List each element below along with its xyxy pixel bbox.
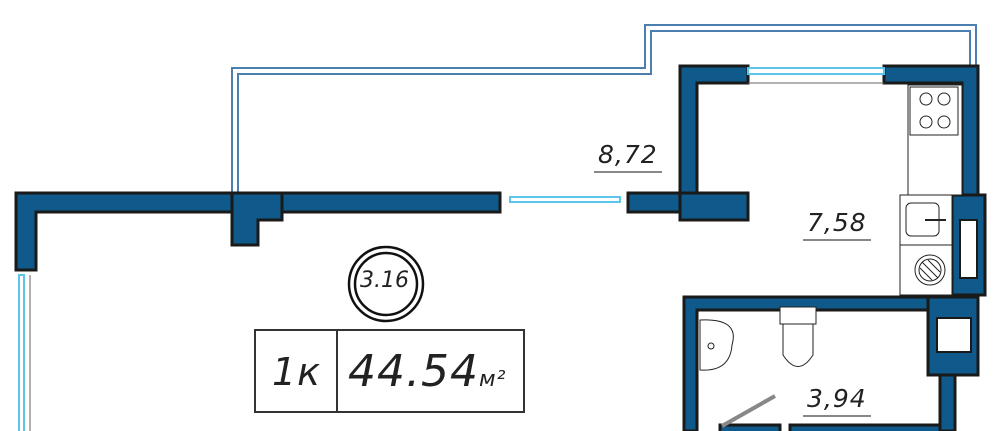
kitchen-counter	[899, 84, 963, 296]
bathroom-fixtures	[699, 306, 817, 371]
total-area: 44.54м²	[348, 346, 506, 397]
windows	[18, 67, 885, 431]
toilet-tank	[779, 306, 817, 325]
door-swing	[721, 394, 776, 428]
balcony-railing	[231, 24, 977, 195]
apartment-info-box	[254, 329, 525, 413]
ventilation-shaft-2	[936, 317, 972, 353]
washbasin-icon	[699, 319, 734, 371]
total-area-value: 44.54	[348, 346, 479, 397]
apartment-number-badge	[347, 245, 425, 323]
area-unit: м²	[478, 367, 507, 392]
stove-icon	[909, 86, 959, 136]
apartment-type: 1к	[272, 350, 322, 394]
toilet-icon	[782, 323, 814, 367]
bathroom-area: 3,94	[803, 384, 871, 417]
ventilation-shaft	[959, 219, 978, 279]
kitchen-area: 7,58	[803, 208, 871, 241]
apartment-number: 3.16	[360, 268, 409, 293]
loggia-area: 8,72	[594, 140, 662, 173]
